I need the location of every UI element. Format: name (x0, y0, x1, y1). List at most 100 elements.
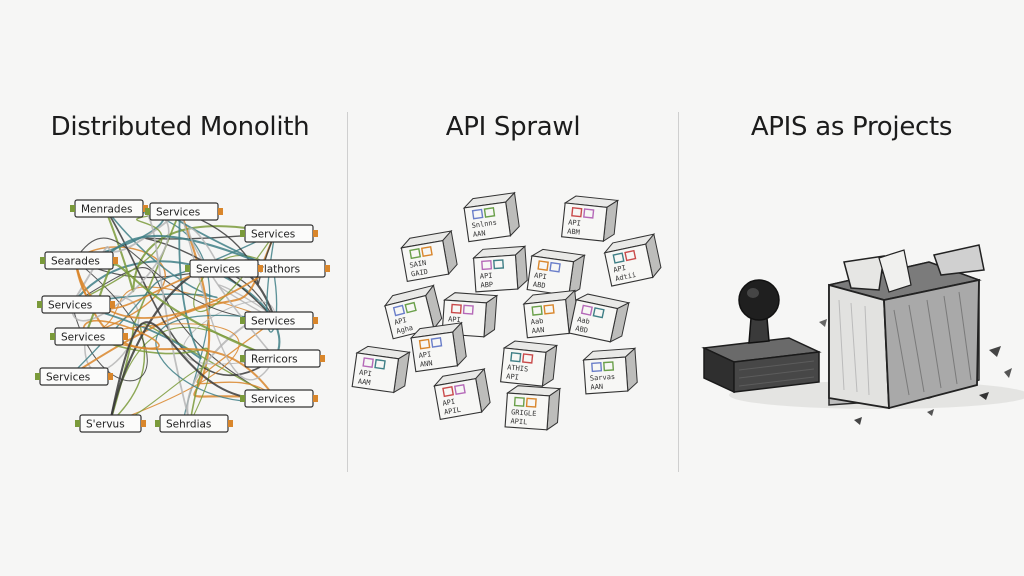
service-node: Services (185, 259, 263, 278)
block-icon (450, 303, 462, 314)
service-label: Searades (51, 256, 100, 268)
connection-wire (82, 319, 160, 350)
block-label-bottom: GAID (410, 268, 428, 279)
block-label-top: ATHIS (507, 363, 529, 373)
connection-wire (155, 314, 276, 402)
service-label: Services (46, 372, 90, 384)
block-label-top: API (534, 271, 548, 281)
connector-right (123, 333, 128, 340)
connector-right (108, 373, 113, 380)
block-front (561, 202, 608, 242)
block-icon (409, 248, 422, 260)
block-label-bottom: API (506, 372, 519, 381)
connector-left (145, 208, 150, 215)
connection-wire (108, 263, 277, 424)
block-icon (513, 396, 525, 407)
block-icon (430, 337, 443, 348)
block-icon (603, 361, 615, 372)
connection-wire (84, 263, 276, 359)
service-label: Rerricors (251, 354, 298, 366)
connector-right (325, 265, 330, 272)
connection-wire (104, 207, 276, 293)
block-front (568, 299, 619, 343)
block-front (410, 331, 459, 373)
block-icon (392, 304, 406, 317)
service-node: Rerricors (240, 349, 325, 368)
block-icon (525, 397, 537, 408)
service-label: Services (61, 332, 105, 344)
block-label-top: API (568, 218, 581, 227)
service-node: Services (240, 389, 318, 408)
block-label-bottom: APIL (510, 417, 527, 426)
block-label-top: API (442, 398, 456, 408)
connector-right (113, 257, 118, 264)
block-icon (510, 352, 522, 363)
block-icon (453, 383, 466, 396)
connection-wire (74, 237, 276, 321)
connection-wire (71, 210, 181, 305)
service-node: Services (35, 367, 113, 386)
service-node: Services (240, 224, 318, 243)
block-label-top: Sarvas (590, 373, 616, 383)
block-label-bottom: APIL (443, 406, 461, 417)
service-label: S'ervus (86, 419, 125, 431)
connection-wire (266, 232, 278, 333)
block-icon (483, 207, 496, 218)
connector-left (75, 420, 80, 427)
connector-right (258, 265, 263, 272)
block-label-bottom: Agha (396, 324, 414, 336)
connection-wire (196, 319, 276, 399)
service-label: Services (156, 207, 200, 219)
service-node: Searades (40, 251, 118, 270)
block-front (582, 356, 629, 395)
connection-wire (84, 335, 209, 424)
block-label-top: GRIGLE (511, 408, 537, 418)
service-node: Services (240, 311, 318, 330)
block-label-top: API (448, 315, 461, 324)
connector-left (40, 257, 45, 264)
service-node: Services (37, 295, 115, 314)
block-icon (374, 358, 386, 370)
connector-right (141, 420, 146, 427)
service-label: Services (251, 394, 295, 406)
block-front (472, 254, 519, 293)
connector-right (218, 208, 223, 215)
block-label-bottom: ABM (567, 227, 580, 236)
connection-wire (71, 259, 148, 382)
block-icon (404, 301, 417, 314)
block-label-top: Snlnns (471, 219, 497, 230)
connector-left (50, 333, 55, 340)
block-front (400, 239, 450, 282)
divider-right (678, 112, 679, 472)
service-node: Sehrdias (155, 414, 233, 433)
block-icon (592, 307, 605, 319)
block-label-top: API (480, 272, 493, 281)
block-front (504, 392, 550, 431)
block-icon (543, 304, 555, 315)
connector-left (37, 301, 42, 308)
block-front (433, 377, 483, 420)
block-icon (537, 260, 549, 271)
connection-wire (84, 323, 240, 424)
block-icon (571, 207, 583, 218)
connector-right (313, 230, 318, 237)
service-node: Services (50, 327, 128, 346)
connector-left (35, 373, 40, 380)
block-icon (442, 386, 455, 398)
block-label-bottom: AAN (531, 326, 544, 335)
block-icon (362, 357, 374, 368)
service-node: S'ervus (75, 414, 146, 433)
block-icon (493, 259, 505, 270)
block-icon (531, 305, 543, 316)
